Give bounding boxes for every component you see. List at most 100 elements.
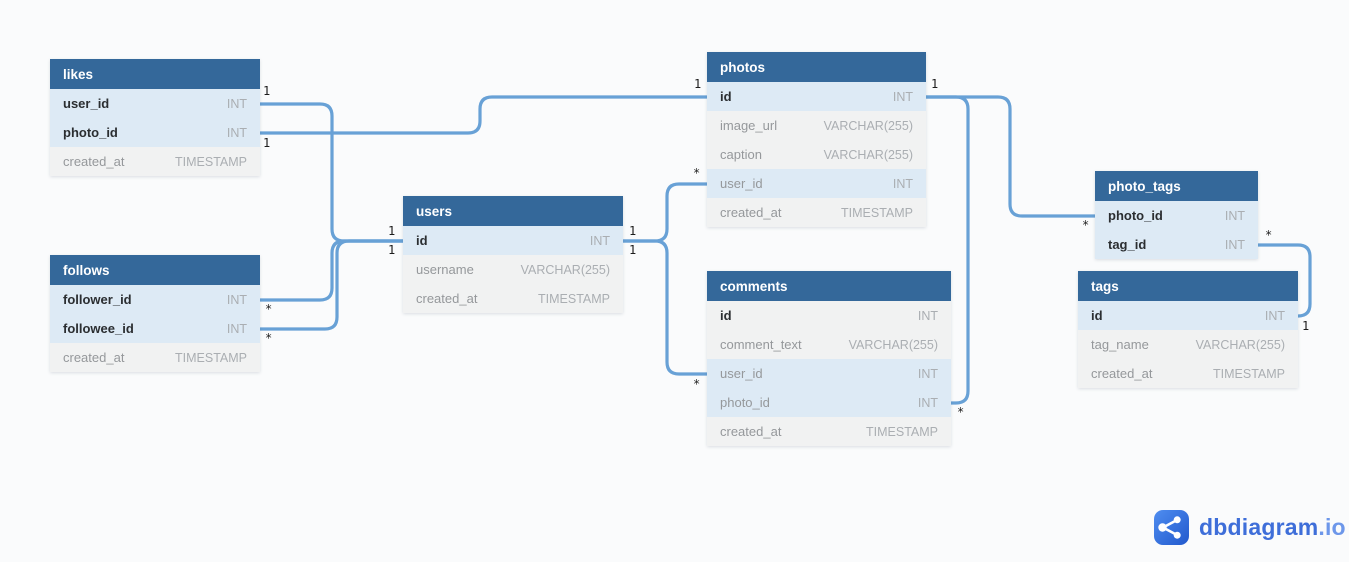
cardinality-label: * — [265, 302, 273, 316]
field-type: INT — [226, 292, 247, 307]
field-row-comments-created_at: created_at TIMESTAMP — [707, 417, 951, 446]
field-type: INT — [1224, 237, 1245, 252]
field-row-tags-tag_name: tag_name VARCHAR(255) — [1078, 330, 1298, 359]
cardinality-label: 1 — [1302, 319, 1310, 333]
field-type: TIMESTAMP — [866, 424, 938, 439]
table-header-users[interactable]: users — [403, 196, 623, 226]
field-name: username — [416, 262, 474, 277]
share-network-icon — [1154, 510, 1189, 545]
cardinality-label: * — [693, 166, 701, 180]
cardinality-label: 1 — [931, 77, 939, 91]
field-row-tags-created_at: created_at TIMESTAMP — [1078, 359, 1298, 388]
field-type: INT — [226, 125, 247, 140]
field-type: TIMESTAMP — [841, 205, 913, 220]
table-tags[interactable]: tags id INT tag_name VARCHAR(255) created_at T… — [1078, 271, 1298, 388]
table-title: photo_tags — [1108, 178, 1181, 194]
edge-photos.id-photo_tags.photo_id — [924, 95, 1097, 218]
field-name: created_at — [1091, 366, 1153, 381]
field-row-tags-id: id INT — [1078, 301, 1298, 330]
table-header-photo_tags[interactable]: photo_tags — [1095, 171, 1258, 201]
dbdiagram-logo[interactable]: dbdiagram.io — [1154, 510, 1346, 545]
brand-text-primary: dbdiagram — [1199, 514, 1319, 540]
table-header-follows[interactable]: follows — [50, 255, 260, 285]
edge-follows.followee_id-users.id — [258, 239, 405, 331]
field-name: comment_text — [720, 337, 802, 352]
field-name: photo_id — [63, 125, 118, 140]
field-name: photo_id — [1108, 208, 1163, 223]
cardinality-label: 1 — [694, 77, 702, 91]
table-title: follows — [63, 262, 110, 278]
field-row-likes-photo_id: photo_id INT — [50, 118, 260, 147]
field-type: INT — [226, 321, 247, 336]
field-name: user_id — [63, 96, 110, 111]
field-type: INT — [1224, 208, 1245, 223]
field-name: caption — [720, 147, 762, 162]
table-title: likes — [63, 66, 94, 82]
cardinality-label: 1 — [388, 224, 396, 238]
field-type: INT — [917, 308, 938, 323]
field-name: created_at — [720, 424, 782, 439]
field-type: VARCHAR(255) — [520, 262, 610, 277]
field-name: id — [1091, 308, 1103, 323]
cardinality-label: * — [265, 331, 273, 345]
field-type: INT — [1264, 308, 1285, 323]
cardinality-label: * — [693, 377, 701, 391]
field-name: photo_id — [720, 395, 770, 410]
field-name: created_at — [63, 154, 125, 169]
cardinality-label: 1 — [629, 243, 637, 257]
brand-text-suffix: .io — [1318, 514, 1346, 540]
table-title: tags — [1091, 278, 1119, 294]
table-title: users — [416, 203, 453, 219]
field-name: id — [720, 308, 732, 323]
edge-follows.follower_id-users.id — [258, 239, 405, 302]
cardinality-label: 1 — [629, 224, 637, 238]
field-row-photos-created_at: created_at TIMESTAMP — [707, 198, 926, 227]
cardinality-label: * — [957, 405, 965, 419]
cardinality-label: 1 — [388, 243, 396, 257]
field-row-photo_tags-photo_id: photo_id INT — [1095, 201, 1258, 230]
field-type: VARCHAR(255) — [823, 118, 913, 133]
field-type: TIMESTAMP — [538, 291, 610, 306]
field-type: TIMESTAMP — [1213, 366, 1285, 381]
field-type: VARCHAR(255) — [1195, 337, 1285, 352]
table-header-comments[interactable]: comments — [707, 271, 951, 301]
field-name: created_at — [416, 291, 478, 306]
field-row-follows-created_at: created_at TIMESTAMP — [50, 343, 260, 372]
table-header-likes[interactable]: likes — [50, 59, 260, 89]
brand-text: dbdiagram.io — [1199, 510, 1346, 545]
field-type: INT — [589, 233, 610, 248]
field-name: id — [416, 233, 428, 248]
cardinality-label: 1 — [263, 136, 271, 150]
field-type: TIMESTAMP — [175, 350, 247, 365]
field-name: id — [720, 89, 732, 104]
cardinality-label: * — [1082, 218, 1090, 232]
edge-likes.photo_id-photos.id — [258, 95, 709, 135]
cardinality-label: 1 — [263, 84, 271, 98]
field-name: image_url — [720, 118, 778, 133]
field-type: TIMESTAMP — [175, 154, 247, 169]
field-name: created_at — [720, 205, 782, 220]
field-name: created_at — [63, 350, 125, 365]
table-header-tags[interactable]: tags — [1078, 271, 1298, 301]
table-users[interactable]: users id INT username VARCHAR(255) created_at… — [403, 196, 623, 313]
table-title: photos — [720, 59, 765, 75]
field-row-users-created_at: created_at TIMESTAMP — [403, 284, 623, 313]
field-name: tag_name — [1091, 337, 1149, 352]
field-name: user_id — [720, 176, 763, 191]
table-header-photos[interactable]: photos — [707, 52, 926, 82]
